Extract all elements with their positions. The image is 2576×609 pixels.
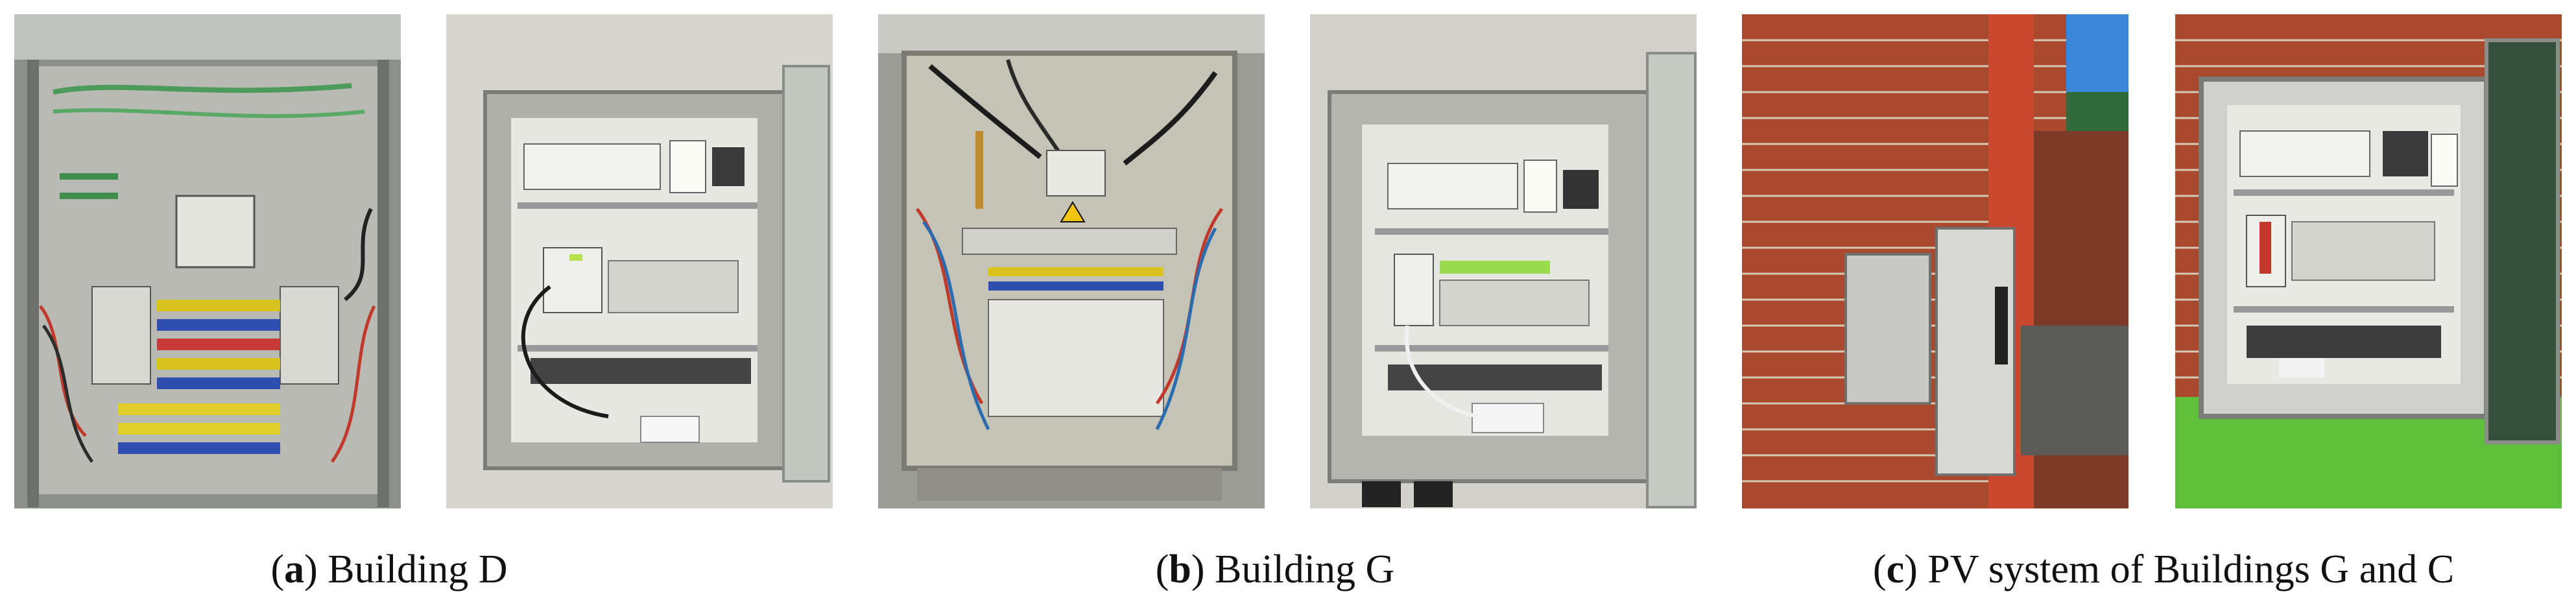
caption-building-d: (a) Building D [270,547,508,591]
caption-pv-system: (c) PV system of Buildings G and C [1872,547,2455,591]
photo-building-g-cabinet-1 [878,14,1265,508]
caption-building-g: (b) Building G [1155,547,1395,591]
photo-building-d-cabinet-1 [14,14,401,508]
caption-text: Building D [328,547,508,591]
photo-building-g-cabinet-2 [1310,14,1697,508]
caption-text: PV system of Buildings G and C [1927,547,2455,591]
photo-pv-system-open-cabinet [2175,14,2562,508]
photo-pv-system-wall-boxes [1742,14,2129,508]
caption-letter: a [284,547,305,591]
caption-letter: c [1886,547,1905,591]
caption-letter: b [1169,547,1191,591]
caption-text: Building G [1214,547,1395,591]
photo-building-d-cabinet-2 [446,14,833,508]
